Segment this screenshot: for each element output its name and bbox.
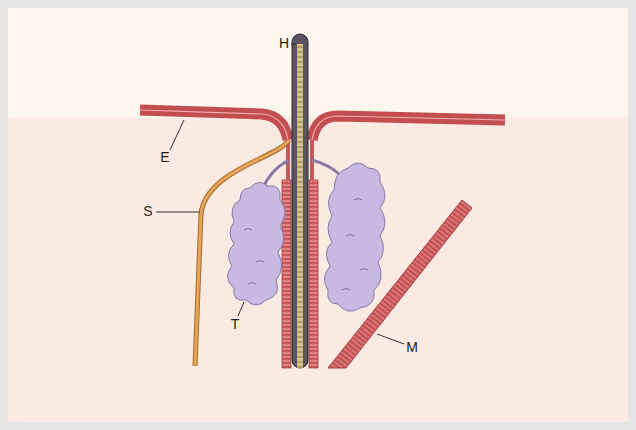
epidermis <box>312 116 505 140</box>
follicle-wall <box>309 180 318 368</box>
dermis-ground <box>8 8 628 422</box>
leader-line <box>377 334 404 344</box>
epidermis-stripe <box>312 116 505 140</box>
air-ground <box>8 8 628 118</box>
arrector-muscle <box>328 200 472 368</box>
leader-line <box>156 212 200 213</box>
nerve <box>195 140 289 366</box>
epidermis-stripe <box>140 110 288 140</box>
gland-duct <box>312 160 340 175</box>
leader-line <box>291 44 296 45</box>
sebaceous-gland <box>227 182 285 305</box>
part-letter: T <box>229 317 242 332</box>
hair-shaft <box>292 34 308 368</box>
hair-core <box>297 44 303 368</box>
nerve <box>195 140 289 366</box>
part-letter: M <box>404 340 420 355</box>
leader-line <box>238 302 244 316</box>
leader-line <box>170 120 184 150</box>
sebaceous-gland <box>324 163 385 311</box>
part-letter: H <box>277 36 291 51</box>
part-letter: S <box>141 204 154 219</box>
epidermis <box>140 110 288 140</box>
part-letter: E <box>158 150 171 165</box>
